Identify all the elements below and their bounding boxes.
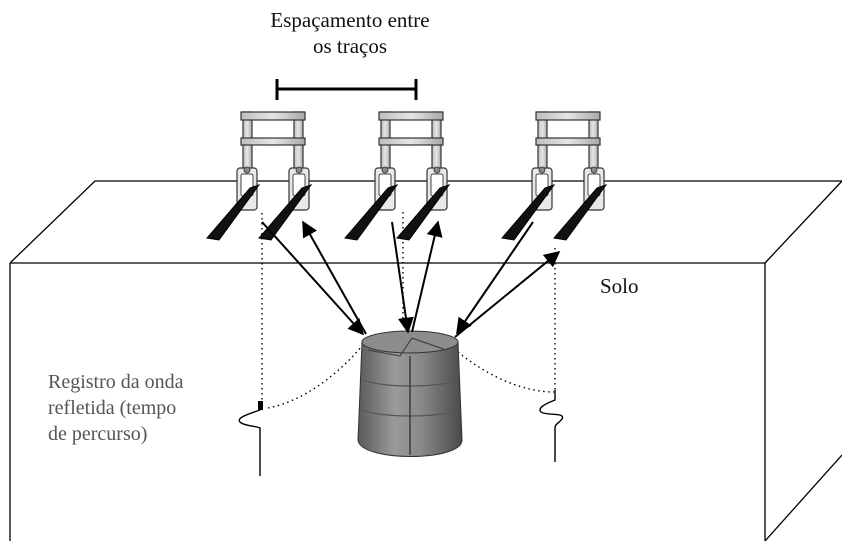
ray-2 <box>302 220 367 335</box>
ray-1 <box>261 221 365 336</box>
record-label-line1: Registro da onda <box>48 371 184 393</box>
spacing-label-line1: Espaçamento entre <box>270 8 430 32</box>
ray-arrows <box>261 220 561 338</box>
record-label-line2: refletida (tempo <box>48 397 177 419</box>
radar-unit-1 <box>206 111 313 241</box>
antenna <box>396 166 451 241</box>
ray-5 <box>456 221 534 335</box>
soil-top-face <box>9 180 842 264</box>
antenna <box>344 166 399 241</box>
soil-right-top-edge <box>764 180 842 264</box>
antenna-blade <box>396 184 451 241</box>
wave-trace-right <box>539 390 564 462</box>
ray-6 <box>454 250 561 338</box>
soil-label: Solo <box>600 274 639 298</box>
antenna <box>206 166 261 241</box>
antenna-blade <box>206 184 261 241</box>
antenna-blade <box>258 184 313 241</box>
radar-frame <box>240 111 306 171</box>
antenna <box>258 166 313 241</box>
antenna <box>501 166 556 241</box>
antenna <box>553 166 608 241</box>
radar-frame <box>378 111 444 171</box>
spacing-label-line2: os traços <box>312 34 388 58</box>
wave-trace-left <box>238 401 263 476</box>
radar-unit-2 <box>344 111 451 241</box>
hyperbola-right <box>457 351 555 393</box>
radar-unit-3 <box>501 111 608 241</box>
ray-4 <box>411 220 443 333</box>
record-label-line3: de percurso) <box>48 423 148 445</box>
antenna-blade <box>553 184 608 241</box>
hyperbola-left <box>267 345 363 409</box>
radar-units <box>206 111 608 241</box>
antenna-blade <box>501 184 556 241</box>
spacing-bracket <box>275 79 418 100</box>
buried-barrel <box>357 330 463 457</box>
ray-3 <box>391 221 414 334</box>
antenna-blade <box>344 184 399 241</box>
soil-right-bottom-edge <box>764 454 842 541</box>
radar-frame <box>535 111 601 171</box>
